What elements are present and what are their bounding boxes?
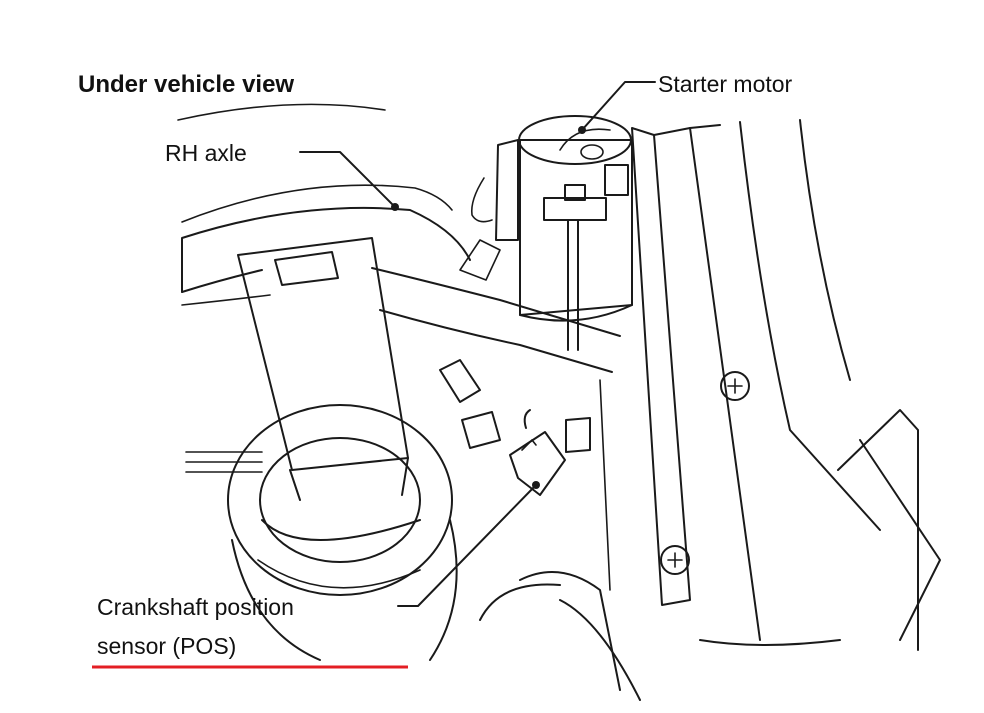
body-panels	[660, 119, 941, 651]
starter-motor-label: Starter motor	[658, 71, 793, 97]
rh-axle-dot	[391, 203, 399, 211]
round-housing	[227, 404, 458, 661]
axle-shaft-drawing	[185, 267, 621, 473]
starter-motor-dot	[578, 126, 586, 134]
upright-bracket	[237, 237, 409, 501]
crankshaft-label-line2: sensor (POS)	[97, 633, 236, 659]
rh-axle-drawing	[177, 103, 471, 306]
view-title: Under vehicle view	[78, 71, 294, 98]
rh-axle-label: RH axle	[165, 140, 247, 166]
transmission-bracket	[599, 124, 761, 641]
lower-components	[439, 359, 641, 701]
crankshaft-sensor-drawing	[509, 409, 566, 496]
starter-motor-drawing	[459, 115, 633, 351]
crankshaft-label-line1: Crankshaft position	[97, 594, 294, 620]
leader-lines	[299, 81, 656, 607]
